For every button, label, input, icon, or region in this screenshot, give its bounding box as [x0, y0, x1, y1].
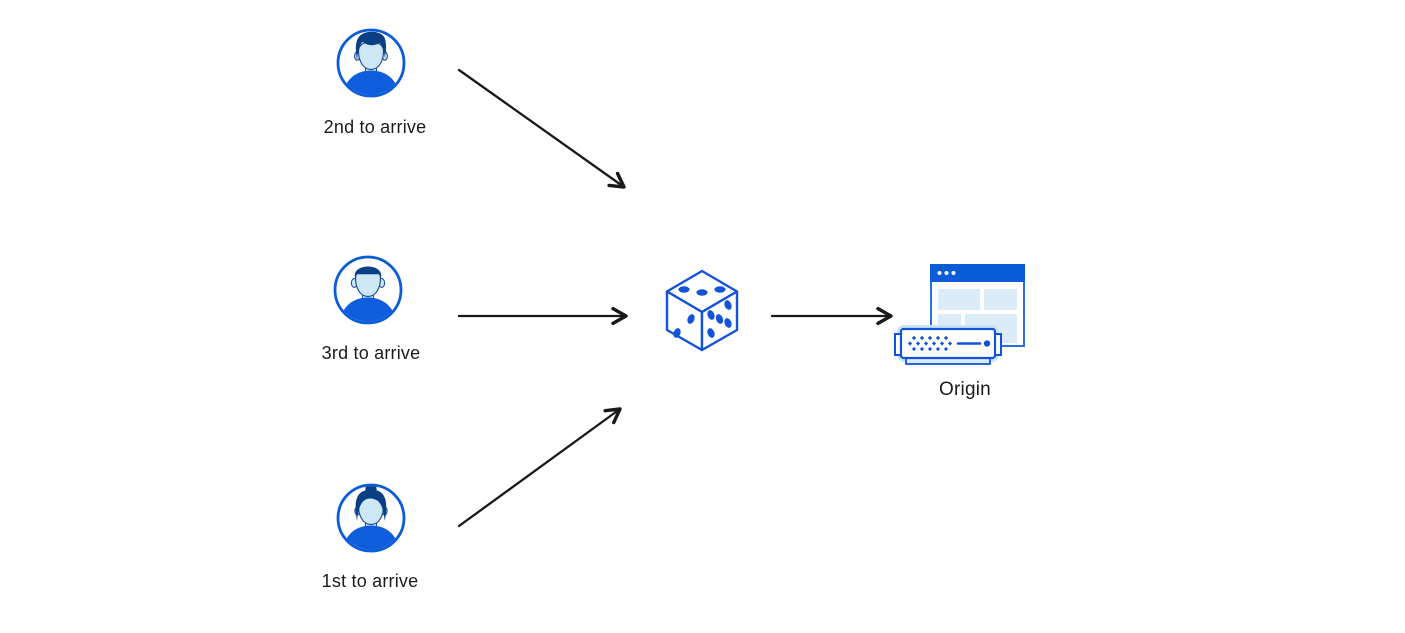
avatar-man-short-hair-icon — [333, 255, 403, 325]
edges — [457, 68, 893, 528]
arrow-visitor-2nd-to-dice — [457, 68, 626, 189]
avatar-circle-border — [336, 483, 406, 553]
label-origin: Origin — [939, 379, 991, 400]
label-visitor-3rd: 3rd to arrive — [321, 343, 421, 363]
server-vent-dots — [907, 335, 953, 352]
dice-icon — [665, 269, 739, 352]
dice-pips — [673, 286, 732, 338]
browser-window-dots — [937, 271, 956, 275]
server-led-dot — [983, 340, 991, 347]
arrow-visitor-1st-to-dice — [457, 407, 622, 528]
label-visitor-2nd: 2nd to arrive — [323, 117, 427, 137]
origin-server-icon — [894, 264, 1025, 365]
server-icon — [894, 325, 1002, 365]
avatar-art — [340, 266, 396, 322]
avatar-art — [343, 31, 399, 95]
label-visitor-1st: 1st to arrive — [321, 571, 419, 591]
avatar-circle-border — [333, 255, 403, 325]
avatar-art — [343, 486, 399, 550]
avatar-man-wavy-hair-icon — [336, 28, 406, 98]
avatar-woman-icon — [336, 483, 406, 553]
avatar-circle-border — [336, 28, 406, 98]
